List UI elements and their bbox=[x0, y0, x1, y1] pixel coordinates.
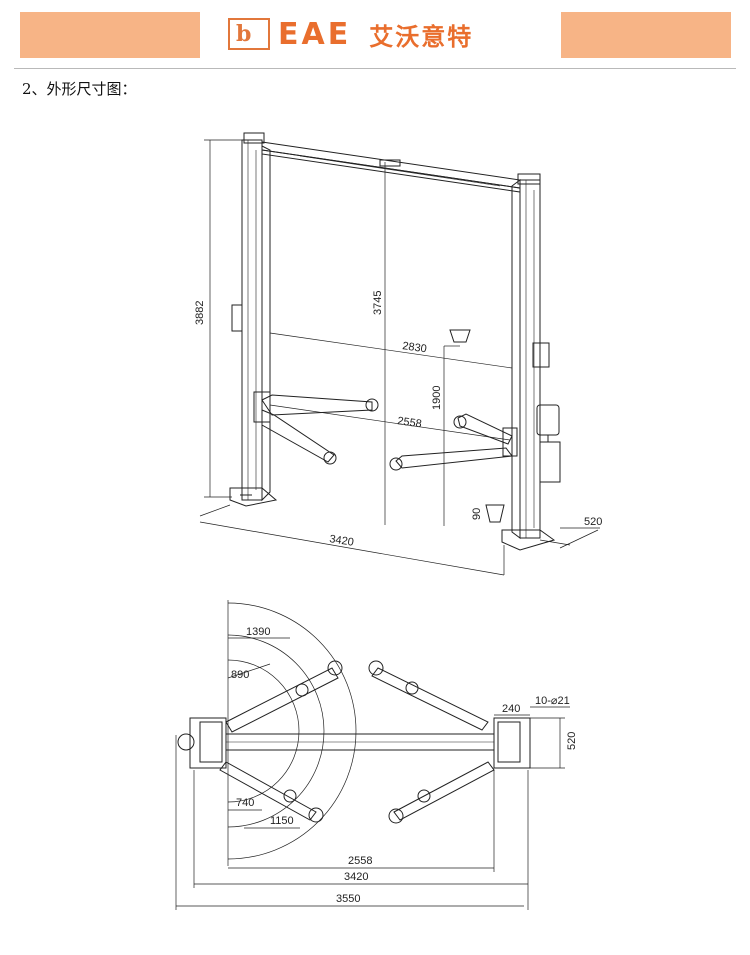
top-beam bbox=[261, 141, 521, 193]
dim-arm-short-b: 1150 bbox=[270, 815, 294, 827]
dim-lift-height: 1900 bbox=[431, 386, 443, 410]
dim-arm-short-a: 740 bbox=[236, 797, 254, 809]
brand-chinese: 艾沃意特 bbox=[369, 22, 474, 51]
dim-inner-width: 2830 bbox=[402, 340, 428, 355]
dim-plan-inner-width: 3420 bbox=[344, 871, 368, 883]
dim-inner-height: 3745 bbox=[372, 291, 384, 315]
dim-total-height: 3882 bbox=[194, 301, 206, 325]
dim-base-depth: 240 bbox=[502, 703, 520, 715]
lift-adapters bbox=[449, 329, 505, 523]
dim-plan-total-width: 3550 bbox=[336, 893, 360, 905]
right-lift-arms bbox=[389, 413, 518, 471]
brand-latin: EAE bbox=[278, 16, 352, 52]
dim-plan-arm-span: 2558 bbox=[348, 855, 372, 867]
plan-dimensions bbox=[175, 637, 570, 910]
right-column bbox=[501, 173, 561, 551]
logo-icon: b bbox=[228, 18, 270, 50]
dim-bolts: 10-⌀21 bbox=[535, 695, 570, 707]
left-lift-arms bbox=[253, 391, 379, 465]
elevation-dimensions bbox=[199, 139, 600, 576]
dim-low-height: 90 bbox=[471, 508, 483, 520]
header-band-left bbox=[20, 12, 200, 58]
dim-arm-mid: 890 bbox=[231, 669, 249, 681]
plan-lift-arms bbox=[219, 660, 495, 824]
arm-swing-arcs bbox=[227, 600, 357, 866]
plan-crossbeam bbox=[225, 733, 495, 751]
header-divider bbox=[14, 68, 736, 69]
left-column bbox=[229, 132, 278, 507]
dim-arm-long: 1390 bbox=[246, 626, 270, 638]
brand-logo: b EAE 艾沃意特 bbox=[228, 14, 473, 54]
dim-arm-span: 2558 bbox=[397, 415, 423, 430]
section-title: 2、外形尺寸图： bbox=[22, 80, 137, 98]
dim-base-width: 520 bbox=[566, 732, 578, 750]
dim-total-width: 3420 bbox=[329, 533, 355, 549]
header-band-right bbox=[561, 12, 731, 58]
header-banner: b EAE 艾沃意特 bbox=[0, 0, 750, 70]
dim-depth: 520 bbox=[584, 516, 602, 528]
